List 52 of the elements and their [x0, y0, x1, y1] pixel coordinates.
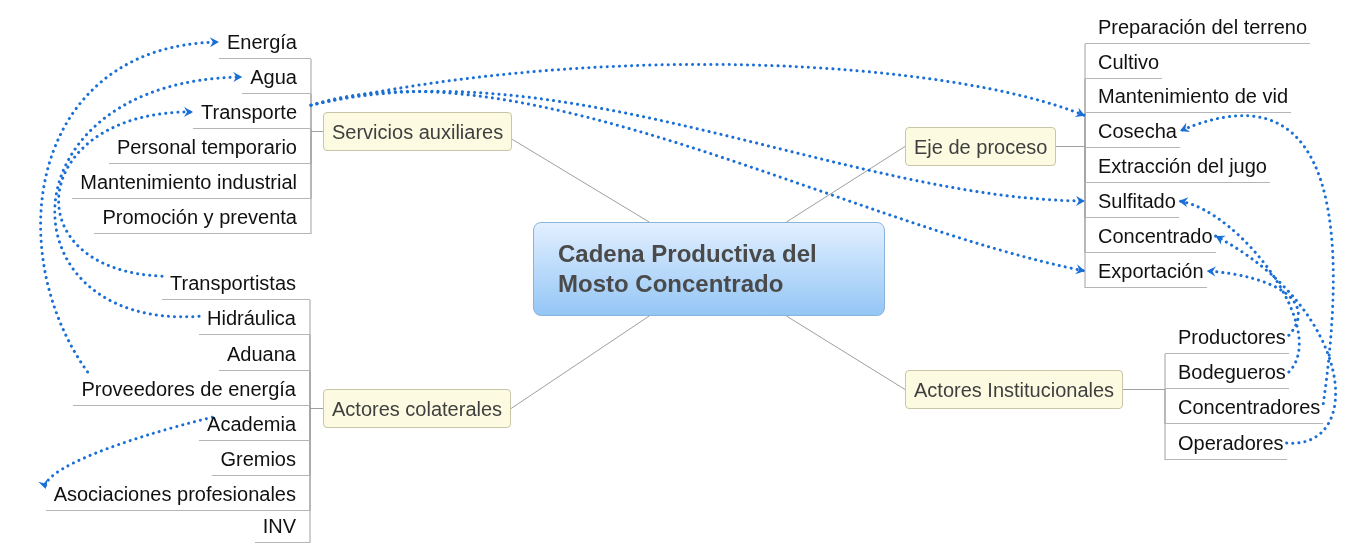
dotted-arrow — [53, 72, 244, 318]
leaf-label: Transporte — [201, 99, 297, 125]
bracket-connector — [310, 131, 324, 235]
dotted-arrow — [1177, 198, 1301, 374]
dotted-arrow — [1214, 234, 1338, 445]
dotted-arrow — [57, 107, 195, 278]
leaf-label: Aduana — [227, 341, 296, 367]
dotted-arrow — [41, 415, 214, 491]
leaf-label: Gremios — [220, 446, 296, 472]
leaf-label: Productores — [1178, 324, 1286, 350]
leaf-label: Hidráulica — [207, 305, 296, 331]
connector-line — [785, 146, 906, 223]
leaf-label: Concentradores — [1178, 394, 1321, 420]
connector-line — [510, 315, 650, 409]
leaf-label: Mantenimiento de vid — [1098, 83, 1289, 109]
leaf-label: Promoción y preventa — [102, 204, 297, 230]
leaf-label: Extracción del jugo — [1098, 153, 1267, 179]
leaf-label: Agua — [250, 64, 297, 90]
leaf-label: Mantenimiento industrial — [80, 169, 297, 195]
leaf-label: Preparación del terreno — [1098, 14, 1307, 40]
branch-label: Actores Institucionales — [914, 377, 1115, 403]
branch-label: Servicios auxiliares — [332, 119, 504, 145]
bracket-connector — [1122, 389, 1166, 461]
central-topic-box — [533, 222, 885, 316]
branch-box — [905, 127, 1057, 166]
dotted-arrow — [39, 38, 221, 374]
leaf-label: Asociaciones profesionales — [53, 481, 296, 507]
branch-label: Eje de proceso — [914, 134, 1048, 160]
dotted-arrow — [309, 90, 1087, 274]
dotted-arrow — [1178, 114, 1335, 406]
leaf-label: Operadores — [1178, 430, 1284, 456]
branch-box — [323, 112, 513, 151]
topic-title: Cadena Productiva del Mosto Concentrado — [558, 239, 818, 299]
leaf-label: Proveedores de energía — [81, 376, 296, 402]
connector-line — [511, 138, 650, 223]
bracket-connector — [309, 408, 324, 543]
leaf-label: Academia — [207, 411, 296, 437]
branch-box — [905, 370, 1124, 409]
leaf-label: Cultivo — [1098, 49, 1160, 75]
branch-label: Actores colaterales — [332, 396, 503, 422]
leaf-label: INV — [262, 513, 296, 539]
leaf-label: Exportación — [1098, 258, 1204, 284]
branch-box — [323, 389, 512, 428]
leaf-label: Sulfitado — [1098, 188, 1176, 214]
dotted-arrow — [1205, 266, 1300, 337]
leaf-label: Concentrado — [1098, 223, 1213, 249]
leaf-label: Transportistas — [170, 270, 296, 296]
leaf-label: Personal temporario — [116, 134, 297, 160]
leaf-label: Cosecha — [1098, 118, 1177, 144]
leaf-label: Bodegueros — [1178, 359, 1286, 385]
connector-line — [785, 315, 906, 390]
leaf-label: Energía — [226, 29, 297, 55]
